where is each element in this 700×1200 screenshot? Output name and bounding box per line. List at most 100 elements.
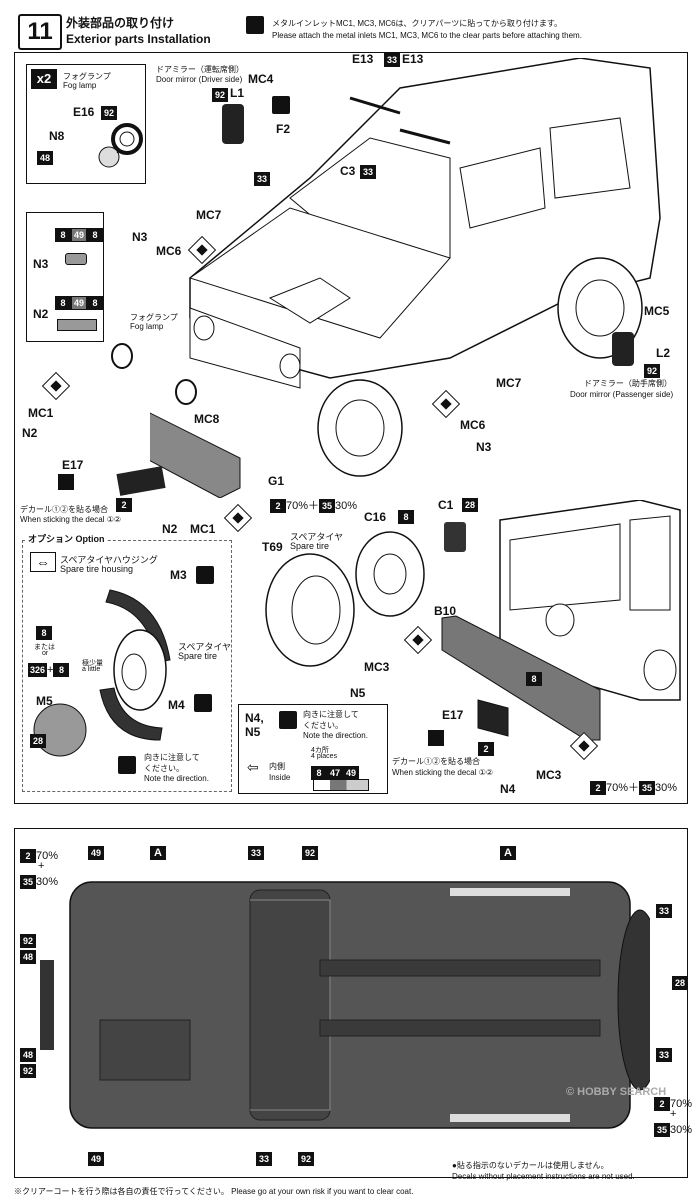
fog-lamp-label-jp: フォグランプ (63, 72, 111, 81)
fog-lamp-en: Fog lamp (130, 322, 164, 331)
side-left-48-b: 48 (20, 1048, 36, 1062)
mix-ratio-b: 30% (335, 500, 358, 512)
decal-note-jp: デカール①②を貼る場合 (20, 505, 108, 514)
br-mix-plus: + (670, 1108, 677, 1120)
n2-code-1: 8 (55, 296, 71, 310)
part-m4: M4 (168, 698, 185, 712)
mix-code-35: 35 (319, 499, 336, 513)
mix-code-2: 2 (270, 499, 286, 513)
step-number: 11 (18, 14, 62, 50)
option-dir-en: Note the direction. (144, 774, 209, 783)
n4-n5-title: N4, N5 (245, 711, 264, 739)
part-mc5: MC5 (644, 304, 670, 318)
part-mc4: MC4 (248, 72, 274, 86)
bottom-code-92: 92 (298, 1152, 314, 1166)
inside-en: Inside (269, 773, 291, 782)
fog-lamp-drawing (98, 123, 143, 168)
rear-decal-en: When sticking the decal ①② (392, 768, 494, 777)
mirror-passenger-en: Door mirror (Passenger side) (570, 390, 674, 399)
spare-label-jp: スペアタイヤ (178, 642, 232, 652)
inside-jp: 内側 (269, 762, 285, 771)
housing-label-en: Spare tire housing (60, 564, 134, 574)
note-jp: メタルインレットMC1, MC3, MC6は、クリアパーツに貼ってから取り付けま… (272, 19, 563, 28)
rear-code-2: 2 (478, 742, 494, 756)
br-code-35: 35 (654, 1123, 670, 1137)
footer-note-1-jp: ●貼る指示のないデカールは使用しません。 (452, 1161, 609, 1170)
part-n3-a: N3 (132, 230, 148, 244)
option-dir-jp: 向きに注意して ください。 (144, 753, 200, 773)
paint-code-48: 48 (37, 151, 53, 165)
rear-code-28: 28 (462, 498, 478, 512)
n3-code-3: 8 (87, 228, 103, 242)
part-e13-b: E13 (402, 52, 424, 66)
top-mix-ratio-b: 30% (36, 876, 59, 888)
rear-spare-jp: スペアタイヤ (290, 532, 344, 542)
part-mc6-a: MC6 (156, 244, 182, 258)
n3-code-2: 49 (71, 228, 87, 242)
decal-e17-icon (58, 474, 74, 490)
part-c16: C16 (364, 510, 387, 524)
spare-tire-option-drawing (33, 589, 171, 757)
top-view-panel (14, 828, 688, 1178)
rear-decal-jp: デカール①②を貼る場合 (392, 757, 480, 766)
n2-part-drawing (57, 319, 97, 331)
n4n5-dir-en: Note the direction. (303, 731, 368, 740)
part-mc7-b: MC7 (496, 376, 522, 390)
m4-icon (194, 694, 212, 717)
n4n5-code-8: 8 (311, 766, 327, 780)
option-box (22, 540, 232, 792)
fog-lamp-label-en: Fog lamp (63, 81, 97, 90)
housing-label-jp: スペアタイヤハウジング (60, 555, 158, 565)
side-right-33-b: 33 (656, 1048, 672, 1062)
mix-ratio-a: 70%＋ (286, 500, 320, 512)
bottom-code-49: 49 (88, 1152, 104, 1166)
mirror-driver-en: Door mirror (Driver side) (156, 75, 243, 84)
rear-mix-code-35: 35 (639, 781, 656, 795)
front-vehicle-drawing (150, 58, 661, 498)
color-letter-a-2: A (500, 846, 516, 860)
rear-vehicle-drawing (265, 500, 681, 741)
side-left-48-a: 48 (20, 950, 36, 964)
top-code-2: 2 (20, 849, 36, 863)
rear-spare-en: Spare tire (290, 541, 330, 551)
little-en: a little (82, 666, 101, 673)
n4-n5-box: N4, N5 向きに注意して ください。 Note the direction.… (238, 704, 388, 794)
part-e17: E17 (62, 458, 84, 472)
br-mix-a: 70% (670, 1098, 693, 1110)
or-jp: または (34, 644, 55, 651)
part-c3: C3 (340, 164, 356, 178)
color-letter-a-1: A (150, 846, 166, 860)
option-title: オプション Option (26, 532, 107, 545)
step-title-en: Exterior parts Installation (66, 32, 211, 46)
code-92-passenger: 92 (644, 364, 660, 378)
part-l2: L2 (656, 346, 671, 360)
arrow-left-icon: ⇦ (247, 759, 259, 775)
code-33-b: 33 (384, 53, 400, 67)
part-n4: N4 (500, 782, 516, 796)
rear-mix-a: 70%＋ (606, 782, 640, 794)
multiplier-badge: x2 (31, 69, 57, 89)
part-n3-b: N3 (476, 440, 492, 454)
part-e13-a: E13 (352, 52, 374, 66)
bottom-code-33: 33 (256, 1152, 272, 1166)
spare-label-en: Spare tire (178, 651, 218, 661)
footer-note-1-en: Decals without placement instructions ar… (452, 1172, 635, 1181)
decal-e17-rear-icon (428, 730, 444, 746)
direction-icon (118, 756, 136, 779)
top-code-49: 49 (88, 846, 104, 860)
part-g1: G1 (268, 474, 285, 488)
mirror-passenger-jp: ドアミラー（助手席側） (584, 379, 672, 388)
n2-label: N2 (33, 307, 49, 321)
fog-lamp-parts-drawing (111, 343, 197, 405)
rear-mix-code-2: 2 (590, 781, 606, 795)
part-mc1-b: MC1 (190, 522, 216, 536)
c1-bracket-drawing (444, 522, 466, 552)
n4n5-code-49: 49 (343, 766, 359, 780)
m3-icon (196, 566, 214, 589)
